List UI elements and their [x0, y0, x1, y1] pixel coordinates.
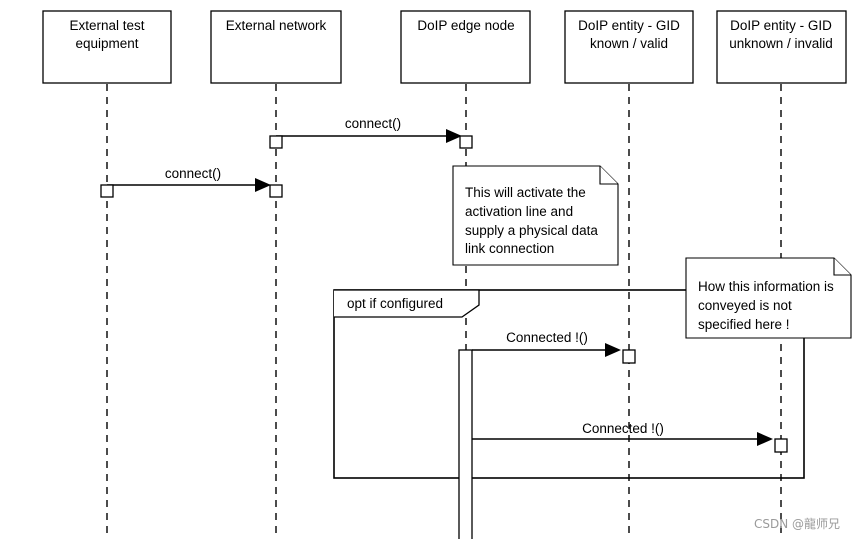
activation-box [459, 135, 473, 149]
participant-box [400, 10, 531, 84]
arrow-head-icon [605, 343, 621, 357]
fragment-frame [333, 289, 805, 479]
note-text-line: conveyed is not [698, 298, 792, 313]
participant-label: DoIP edge node [417, 18, 514, 33]
participant-label: DoIP entity - GID [730, 18, 832, 33]
message-connect-network-to-edge: connect() [276, 116, 462, 143]
fragment-label: opt if configured [347, 296, 443, 311]
participant-label: DoIP entity - GID [578, 18, 680, 33]
message-connected-to-known: Connected !() [472, 330, 621, 357]
participant-box [564, 10, 694, 84]
activation-box [622, 349, 636, 364]
message-connected-to-unknown: Connected !() [472, 421, 773, 446]
participant-external-network[interactable]: External network [210, 10, 342, 84]
note-activation-line: This will activate the activation line a… [452, 165, 619, 266]
arrow-head-icon [757, 432, 773, 446]
note-text-line: link connection [465, 241, 554, 256]
note-text-line: activation line and [465, 204, 573, 219]
message-connect-tester-to-network: connect() [107, 166, 271, 192]
participant-test-equipment[interactable]: External test equipment [42, 10, 172, 84]
note-fold-icon [599, 166, 618, 185]
watermark: CSDN @龍师兄 [754, 516, 840, 531]
activation-box [774, 438, 788, 453]
participant-box [716, 10, 847, 84]
participant-label: equipment [75, 36, 138, 51]
note-text-line: This will activate the [465, 185, 586, 200]
participant-box [210, 10, 342, 84]
participant-label: External network [226, 18, 327, 33]
message-label: connect() [165, 166, 221, 181]
participant-label: known / valid [590, 36, 668, 51]
arrow-head-icon [446, 129, 462, 143]
participant-gid-unknown[interactable]: DoIP entity - GID unknown / invalid [716, 10, 847, 84]
fragment-opt: opt if configured [333, 289, 805, 479]
message-label: Connected !() [582, 421, 664, 436]
message-label: connect() [345, 116, 401, 131]
arrow-head-icon [255, 178, 271, 192]
fragment-tab [334, 289, 480, 318]
note-text-line: How this information is [698, 279, 834, 294]
note-information-conveyed: How this information is conveyed is not … [685, 257, 852, 339]
participant-label: unknown / invalid [729, 36, 833, 51]
note-fold-icon [833, 258, 851, 276]
note-text-line: specified here ! [698, 317, 790, 332]
note-text-line: supply a physical data [465, 223, 598, 238]
message-label: Connected !() [506, 330, 588, 345]
activation-box [269, 184, 283, 198]
participant-label: External test [69, 18, 144, 33]
participant-edge-node[interactable]: DoIP edge node [400, 10, 531, 84]
participant-box [42, 10, 172, 84]
activation-box [269, 135, 283, 149]
activation-box [100, 184, 114, 198]
participant-gid-known[interactable]: DoIP entity - GID known / valid [564, 10, 694, 84]
edge-node-activation [458, 349, 473, 539]
note-shape [685, 257, 852, 339]
note-shape [452, 165, 619, 266]
